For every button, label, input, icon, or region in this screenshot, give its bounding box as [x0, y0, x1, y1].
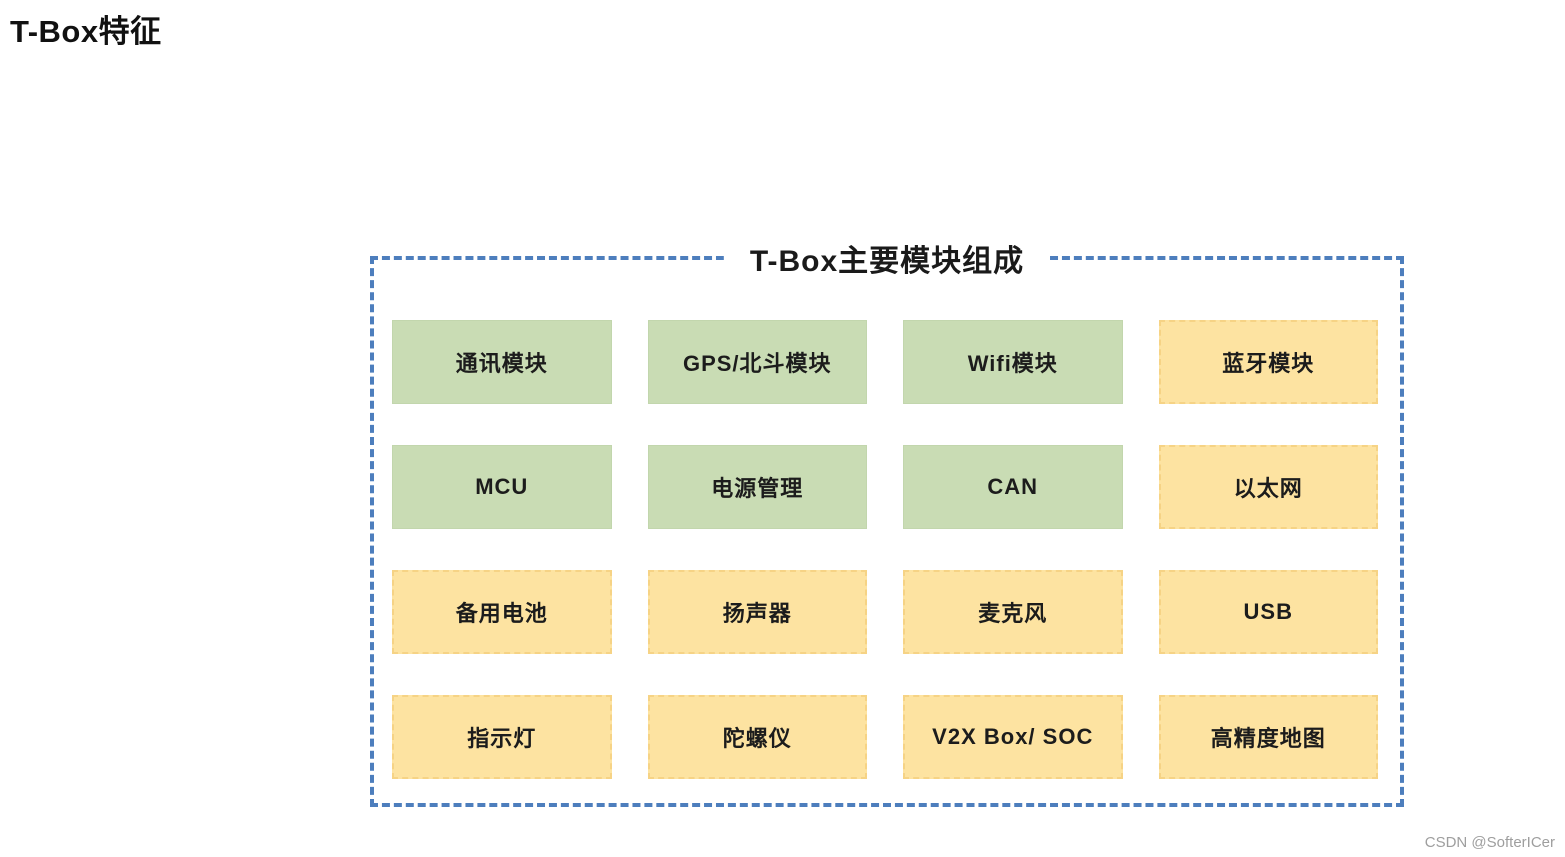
module-box: 麦克风	[903, 570, 1123, 654]
module-box: 通讯模块	[392, 320, 612, 404]
module-box: USB	[1158, 570, 1378, 654]
module-box: 高精度地图	[1158, 695, 1378, 779]
module-box: 电源管理	[647, 445, 867, 529]
module-box: 蓝牙模块	[1158, 320, 1378, 404]
module-box: 以太网	[1158, 445, 1378, 529]
tbox-module-diagram: T-Box主要模块组成 通讯模块 GPS/北斗模块 Wifi模块蓝牙模块 MCU 电源管…	[370, 236, 1404, 807]
module-box: V2X Box/ SOC	[903, 695, 1123, 779]
module-box: 扬声器	[647, 570, 867, 654]
module-box: 陀螺仪	[647, 695, 867, 779]
page-title: T-Box特征	[10, 14, 162, 49]
module-box: MCU	[392, 445, 612, 529]
module-box: CAN	[903, 445, 1123, 529]
module-box: 备用电池	[392, 570, 612, 654]
module-grid: 通讯模块 GPS/北斗模块 Wifi模块蓝牙模块 MCU 电源管理 CAN 以太网备用电池扬…	[392, 320, 1378, 779]
diagram-title: T-Box主要模块组成	[723, 236, 1051, 280]
module-box: GPS/北斗模块	[647, 320, 867, 404]
module-box: Wifi模块	[903, 320, 1123, 404]
module-box: 指示灯	[392, 695, 612, 779]
watermark: CSDN @SofterICer	[1424, 834, 1555, 851]
